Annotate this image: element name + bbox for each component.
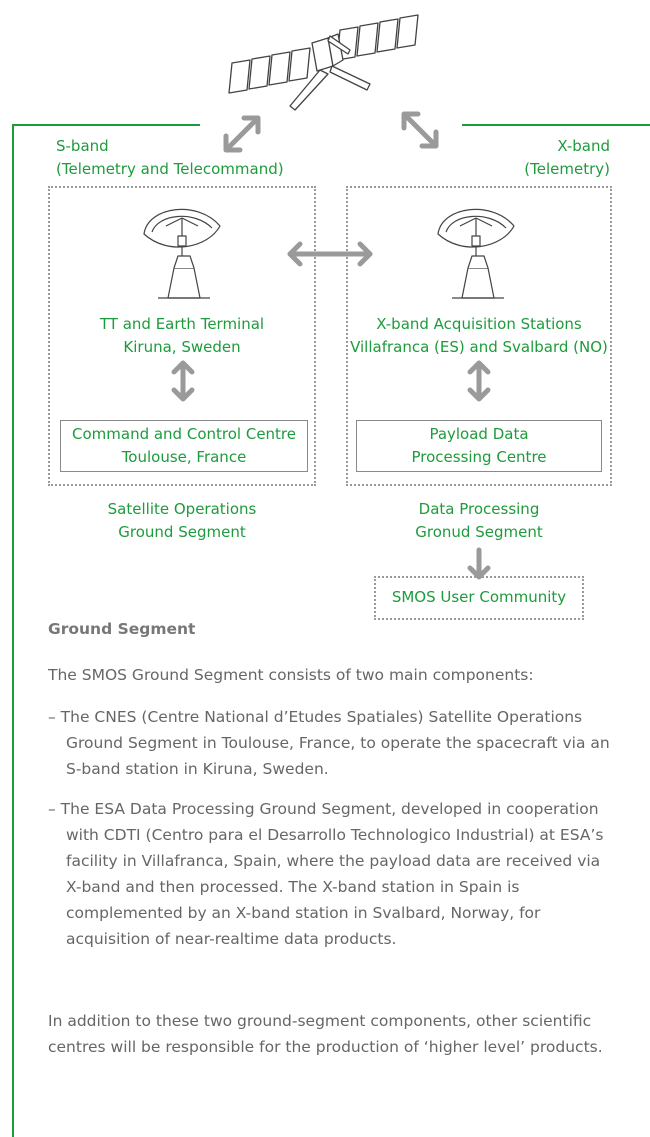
vertical-arrow-left — [171, 360, 195, 402]
bullet-cnes: – The CNES (Centre National d’Etudes Spa… — [48, 708, 610, 778]
bullet-esa: – The ESA Data Processing Ground Segment… — [48, 800, 604, 948]
uplink-arrow-left — [223, 115, 261, 153]
s-band-label: S-band (Telemetry and Telecommand) — [56, 137, 284, 178]
data-processing-segment-label: Data Processing Gronud Segment — [415, 500, 543, 541]
antenna-icon-left — [143, 208, 221, 299]
frame-top-right-line — [462, 124, 650, 126]
ground-link-arrow — [287, 241, 373, 267]
satellite-icon — [228, 14, 419, 111]
frame-top-left-line — [12, 124, 200, 126]
x-band-label: X-band (Telemetry) — [524, 137, 610, 178]
intro-paragraph: The SMOS Ground Segment consists of two … — [48, 666, 534, 684]
command-control-centre-box: Command and Control Centre Toulouse, Fra… — [60, 420, 308, 472]
downlink-arrow-right — [401, 111, 439, 149]
vertical-arrow-right — [467, 360, 491, 402]
smos-user-community-box: SMOS User Community — [374, 576, 584, 620]
closing-paragraph: In addition to these two ground-segment … — [48, 1012, 603, 1056]
satellite-operations-segment-label: Satellite Operations Ground Segment — [107, 500, 257, 541]
payload-data-centre-box: Payload Data Processing Centre — [356, 420, 602, 472]
section-heading: Ground Segment — [48, 620, 196, 638]
antenna-icon-right — [437, 208, 515, 299]
tt-earth-terminal-label: TT and Earth Terminal Kiruna, Sweden — [99, 315, 265, 356]
frame-left-line — [12, 124, 14, 1137]
data-processing-box — [346, 186, 612, 486]
x-band-stations-label: X-band Acquisition Stations Villafranca … — [350, 315, 608, 356]
satellite-operations-box — [48, 186, 316, 486]
